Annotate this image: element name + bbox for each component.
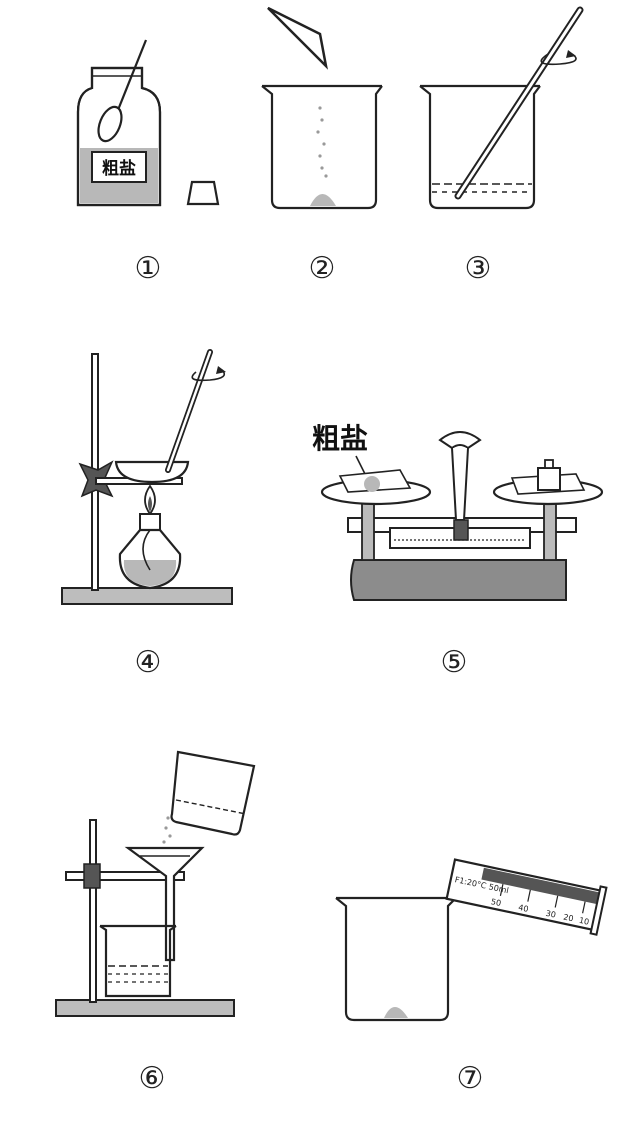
jar-label: 粗盐: [102, 158, 136, 179]
step6-label: ⑥: [139, 1061, 166, 1096]
cylinder-mark-50: 50: [490, 897, 502, 908]
step2-beaker-figure: [261, 6, 383, 210]
step5-balance-figure: 粗盐: [312, 422, 604, 601]
step3-dissolve-figure: [419, 6, 584, 210]
cylinder-mark-20: 20: [562, 912, 574, 923]
step3-label: ③: [465, 251, 492, 286]
step2-label: ②: [309, 251, 336, 286]
step1-jar-figure: 粗盐: [76, 39, 220, 207]
cylinder-mark-40: 40: [518, 903, 530, 914]
balance-label: 粗盐: [312, 422, 368, 455]
step4-evaporation-figure: [61, 349, 233, 605]
cylinder-mark-10: 10: [578, 916, 590, 927]
cylinder-mark-30: 30: [545, 909, 557, 920]
stopper: [186, 180, 220, 206]
step4-label: ④: [135, 645, 162, 680]
step6-filtration-figure: [55, 750, 256, 1017]
step1-label: ①: [135, 251, 162, 286]
step5-label: ⑤: [441, 645, 468, 680]
step7-measure-figure: F1:20°C 50ml 50 40 30 20 10: [335, 858, 608, 1022]
step7-label: ⑦: [457, 1061, 484, 1096]
